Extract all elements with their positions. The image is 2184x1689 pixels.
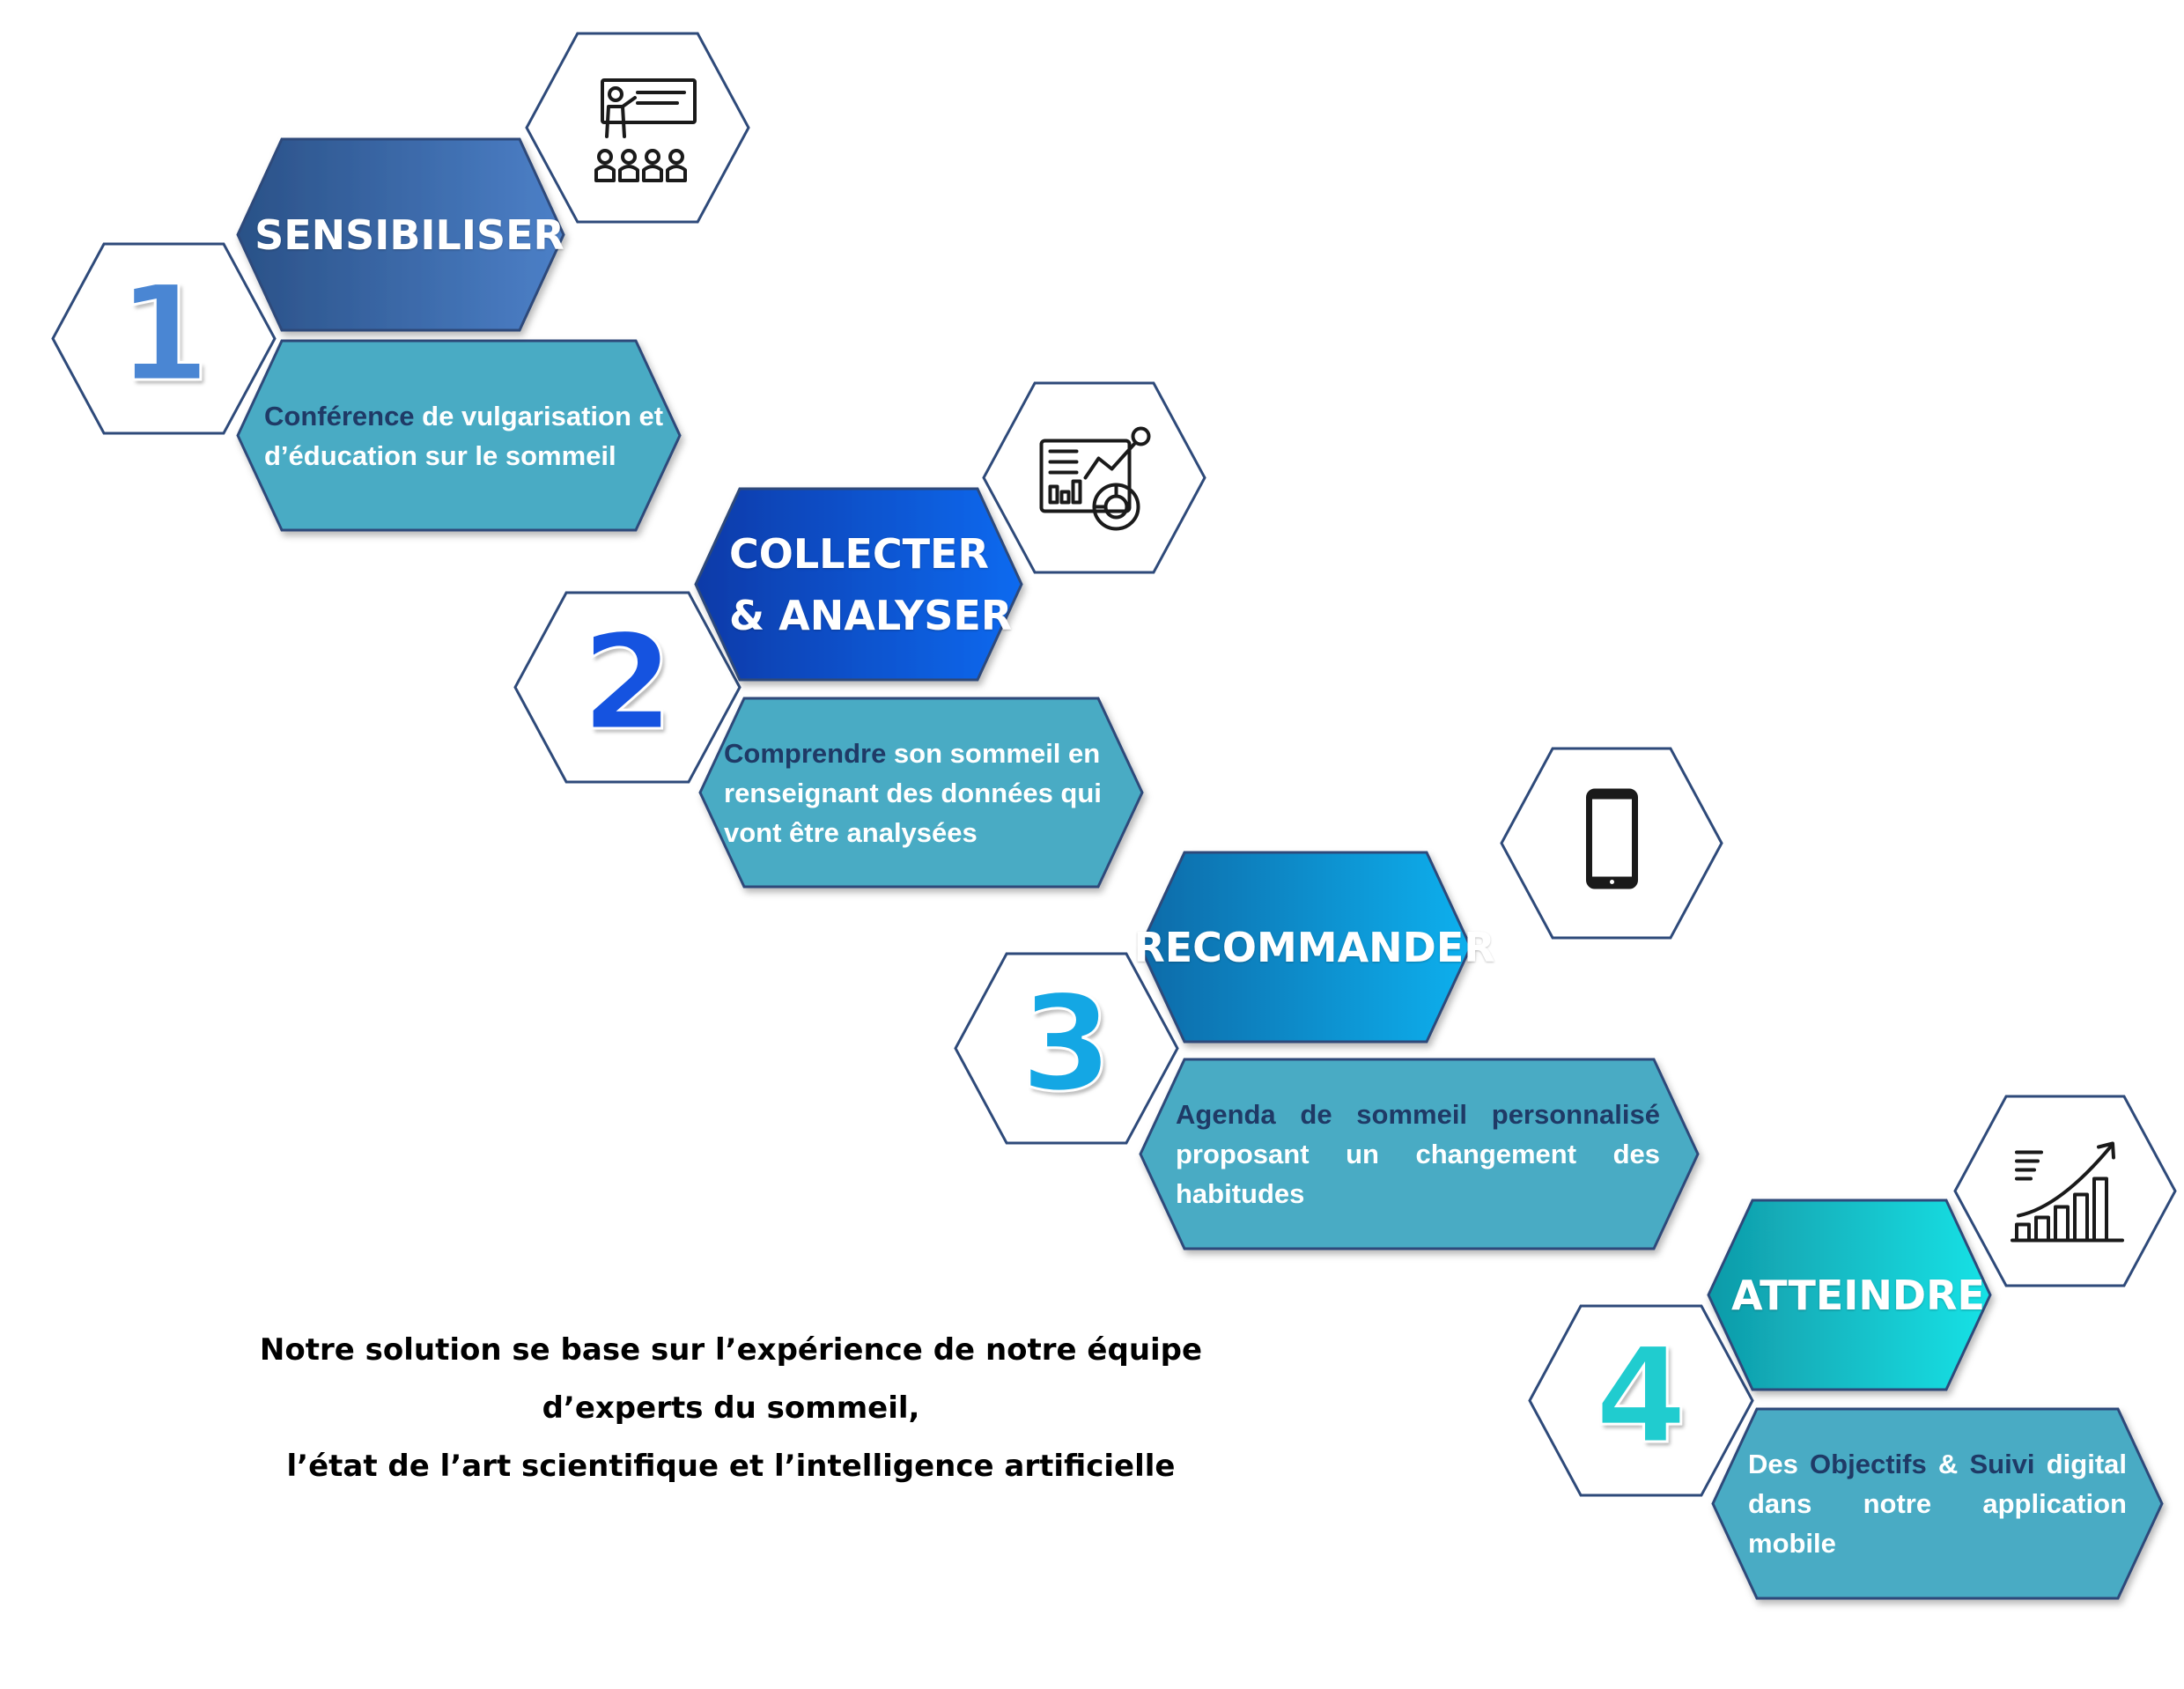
description-hexagon (1139, 1058, 1700, 1250)
title-hexagon (1707, 1199, 1992, 1391)
step-title-line: RECOMMANDER (1133, 923, 1495, 971)
step-title-line: SENSIBILISER (255, 210, 564, 259)
footer-line: d’experts du sommeil, (542, 1390, 920, 1426)
step-number: 2 (580, 606, 675, 760)
step-title: RECOMMANDER (1133, 852, 1494, 1042)
description-hexagon (698, 697, 1144, 889)
footer-line: Notre solution se base sur l’expérience … (259, 1332, 1203, 1368)
title-hexagon (694, 487, 1023, 682)
number-hexagon (51, 242, 277, 435)
presentation-icon (594, 78, 697, 182)
title-hexagon (1139, 851, 1472, 1044)
description-hexagon (1711, 1407, 2164, 1600)
number-hexagon (513, 591, 742, 784)
step-3 (954, 747, 1723, 1250)
description-text: de vulgarisation et d’éducation sur le s… (264, 400, 664, 471)
step-title: ATTEINDRE (1731, 1200, 1985, 1390)
growth-chart-icon (2011, 1141, 2124, 1243)
description-text: proposant un changement des habitudes (1176, 1139, 1660, 1209)
step-number: 4 (1594, 1319, 1688, 1473)
step-title: SENSIBILISER (255, 139, 564, 330)
step-description: Des Objectifs & Suivi digital dans notre… (1748, 1409, 2127, 1598)
description-keyword: Agenda de sommeil personnalisé (1176, 1099, 1660, 1130)
icon-hexagon (982, 381, 1206, 574)
smartphone-icon (1586, 788, 1638, 889)
step-title-line: COLLECTER (729, 529, 989, 578)
icon-hexagon (525, 32, 750, 224)
description-keyword: Conférence (264, 400, 415, 431)
footer-line: l’état de l’art scientifique et l’intell… (286, 1449, 1176, 1484)
description-keyword: Objectifs (1810, 1449, 1927, 1479)
description-keyword: Comprendre (724, 737, 887, 769)
description-text: Des (1748, 1449, 1811, 1479)
footer-text: Notre solution se base sur l’expérience … (194, 1321, 1268, 1495)
description-keyword: Suivi (1969, 1449, 2035, 1479)
description-text: & (1926, 1449, 1970, 1479)
step-description: Agenda de sommeil personnalisé proposant… (1176, 1059, 1660, 1249)
step-number: 1 (116, 257, 210, 411)
step-title-line: & ANALYSER (729, 591, 1013, 639)
description-text: digital dans notre application mobile (1748, 1449, 2127, 1559)
number-hexagon (954, 952, 1179, 1145)
number-hexagon (1528, 1304, 1754, 1497)
step-1 (51, 32, 750, 532)
step-4 (1528, 1095, 2177, 1600)
step-title: COLLECTER & ANALYSER (722, 489, 1013, 680)
description-hexagon (236, 339, 682, 532)
step-2 (513, 381, 1206, 889)
step-number: 3 (1019, 967, 1113, 1121)
description-text: son sommeil en renseignant des données q… (724, 737, 1102, 848)
step-title-line: ATTEINDRE (1731, 1271, 1985, 1319)
data-analytics-icon (1039, 426, 1151, 531)
step-description: Conférence de vulgarisation et d’éducati… (264, 341, 687, 530)
title-hexagon (236, 137, 565, 332)
step-description: Comprendre son sommeil en renseignant de… (724, 698, 1129, 887)
